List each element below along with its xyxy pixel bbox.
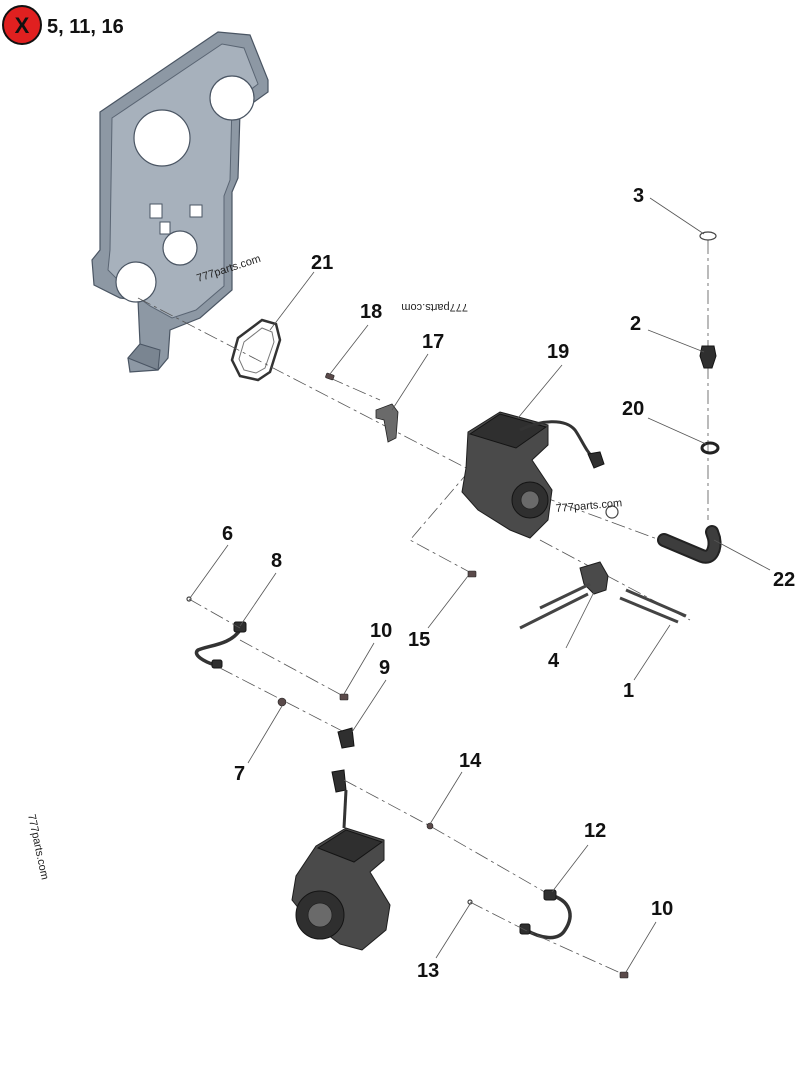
callout-12: 12 (584, 820, 606, 842)
seal-7 (277, 697, 287, 707)
cover-bore-lower (115, 261, 157, 303)
x-badge-icon (2, 5, 42, 45)
bolt-18 (325, 372, 335, 381)
callout-6: 6 (222, 523, 233, 545)
cover-bore-middle (162, 230, 198, 266)
callout-4: 4 (548, 650, 560, 672)
bolts-1 (619, 588, 687, 624)
callout-21: 21 (311, 252, 333, 274)
gear-housing-cover (91, 31, 269, 373)
callout-14: 14 (459, 750, 482, 772)
leader-lines (189, 197, 771, 973)
seal-ring-3 (699, 231, 717, 241)
bracket-4 (519, 561, 609, 630)
callout-19: 19 (547, 341, 569, 363)
bracket-17 (375, 403, 399, 443)
callout-10-lower: 10 (651, 898, 673, 920)
watermark-2: 777parts.com (401, 301, 468, 313)
callout-18: 18 (360, 301, 382, 323)
seal-6 (186, 596, 192, 602)
callout-15: 15 (408, 629, 430, 651)
callout-1: 1 (623, 680, 634, 702)
callout-7: 7 (234, 763, 245, 785)
fitting-9 (337, 727, 355, 749)
callout-20: 20 (622, 398, 644, 420)
x-badge-symbol: X (15, 13, 30, 38)
tube-12 (519, 889, 572, 940)
excluded-items-badge: X 5, 11, 16 (2, 5, 124, 45)
hose-22 (657, 525, 722, 564)
callout-3: 3 (633, 185, 644, 207)
watermark-4: 777parts.com (25, 813, 51, 881)
callout-22: 22 (773, 569, 795, 591)
watermark-3: 777parts.com (555, 497, 622, 515)
callout-9: 9 (379, 657, 390, 679)
gasket-21 (230, 318, 282, 382)
callout-8: 8 (271, 550, 282, 572)
callout-10-upper: 10 (370, 620, 392, 642)
cover-bore-large (133, 109, 191, 167)
tube-8 (194, 621, 247, 669)
callout-17: 17 (422, 331, 444, 353)
seal-14 (426, 822, 434, 830)
cover-bore-upper (209, 75, 255, 121)
callout-2: 2 (630, 313, 641, 335)
callout-13: 13 (417, 960, 439, 982)
air-compressor-lower (291, 769, 391, 951)
fitting-10-lower (619, 971, 629, 979)
air-compressor-19 (461, 411, 619, 539)
bolt-15 (467, 570, 477, 578)
fitting-10-upper (339, 693, 349, 701)
fitting-2 (699, 345, 717, 369)
excluded-items-text: 5, 11, 16 (47, 16, 124, 38)
clamp-20 (700, 441, 720, 455)
